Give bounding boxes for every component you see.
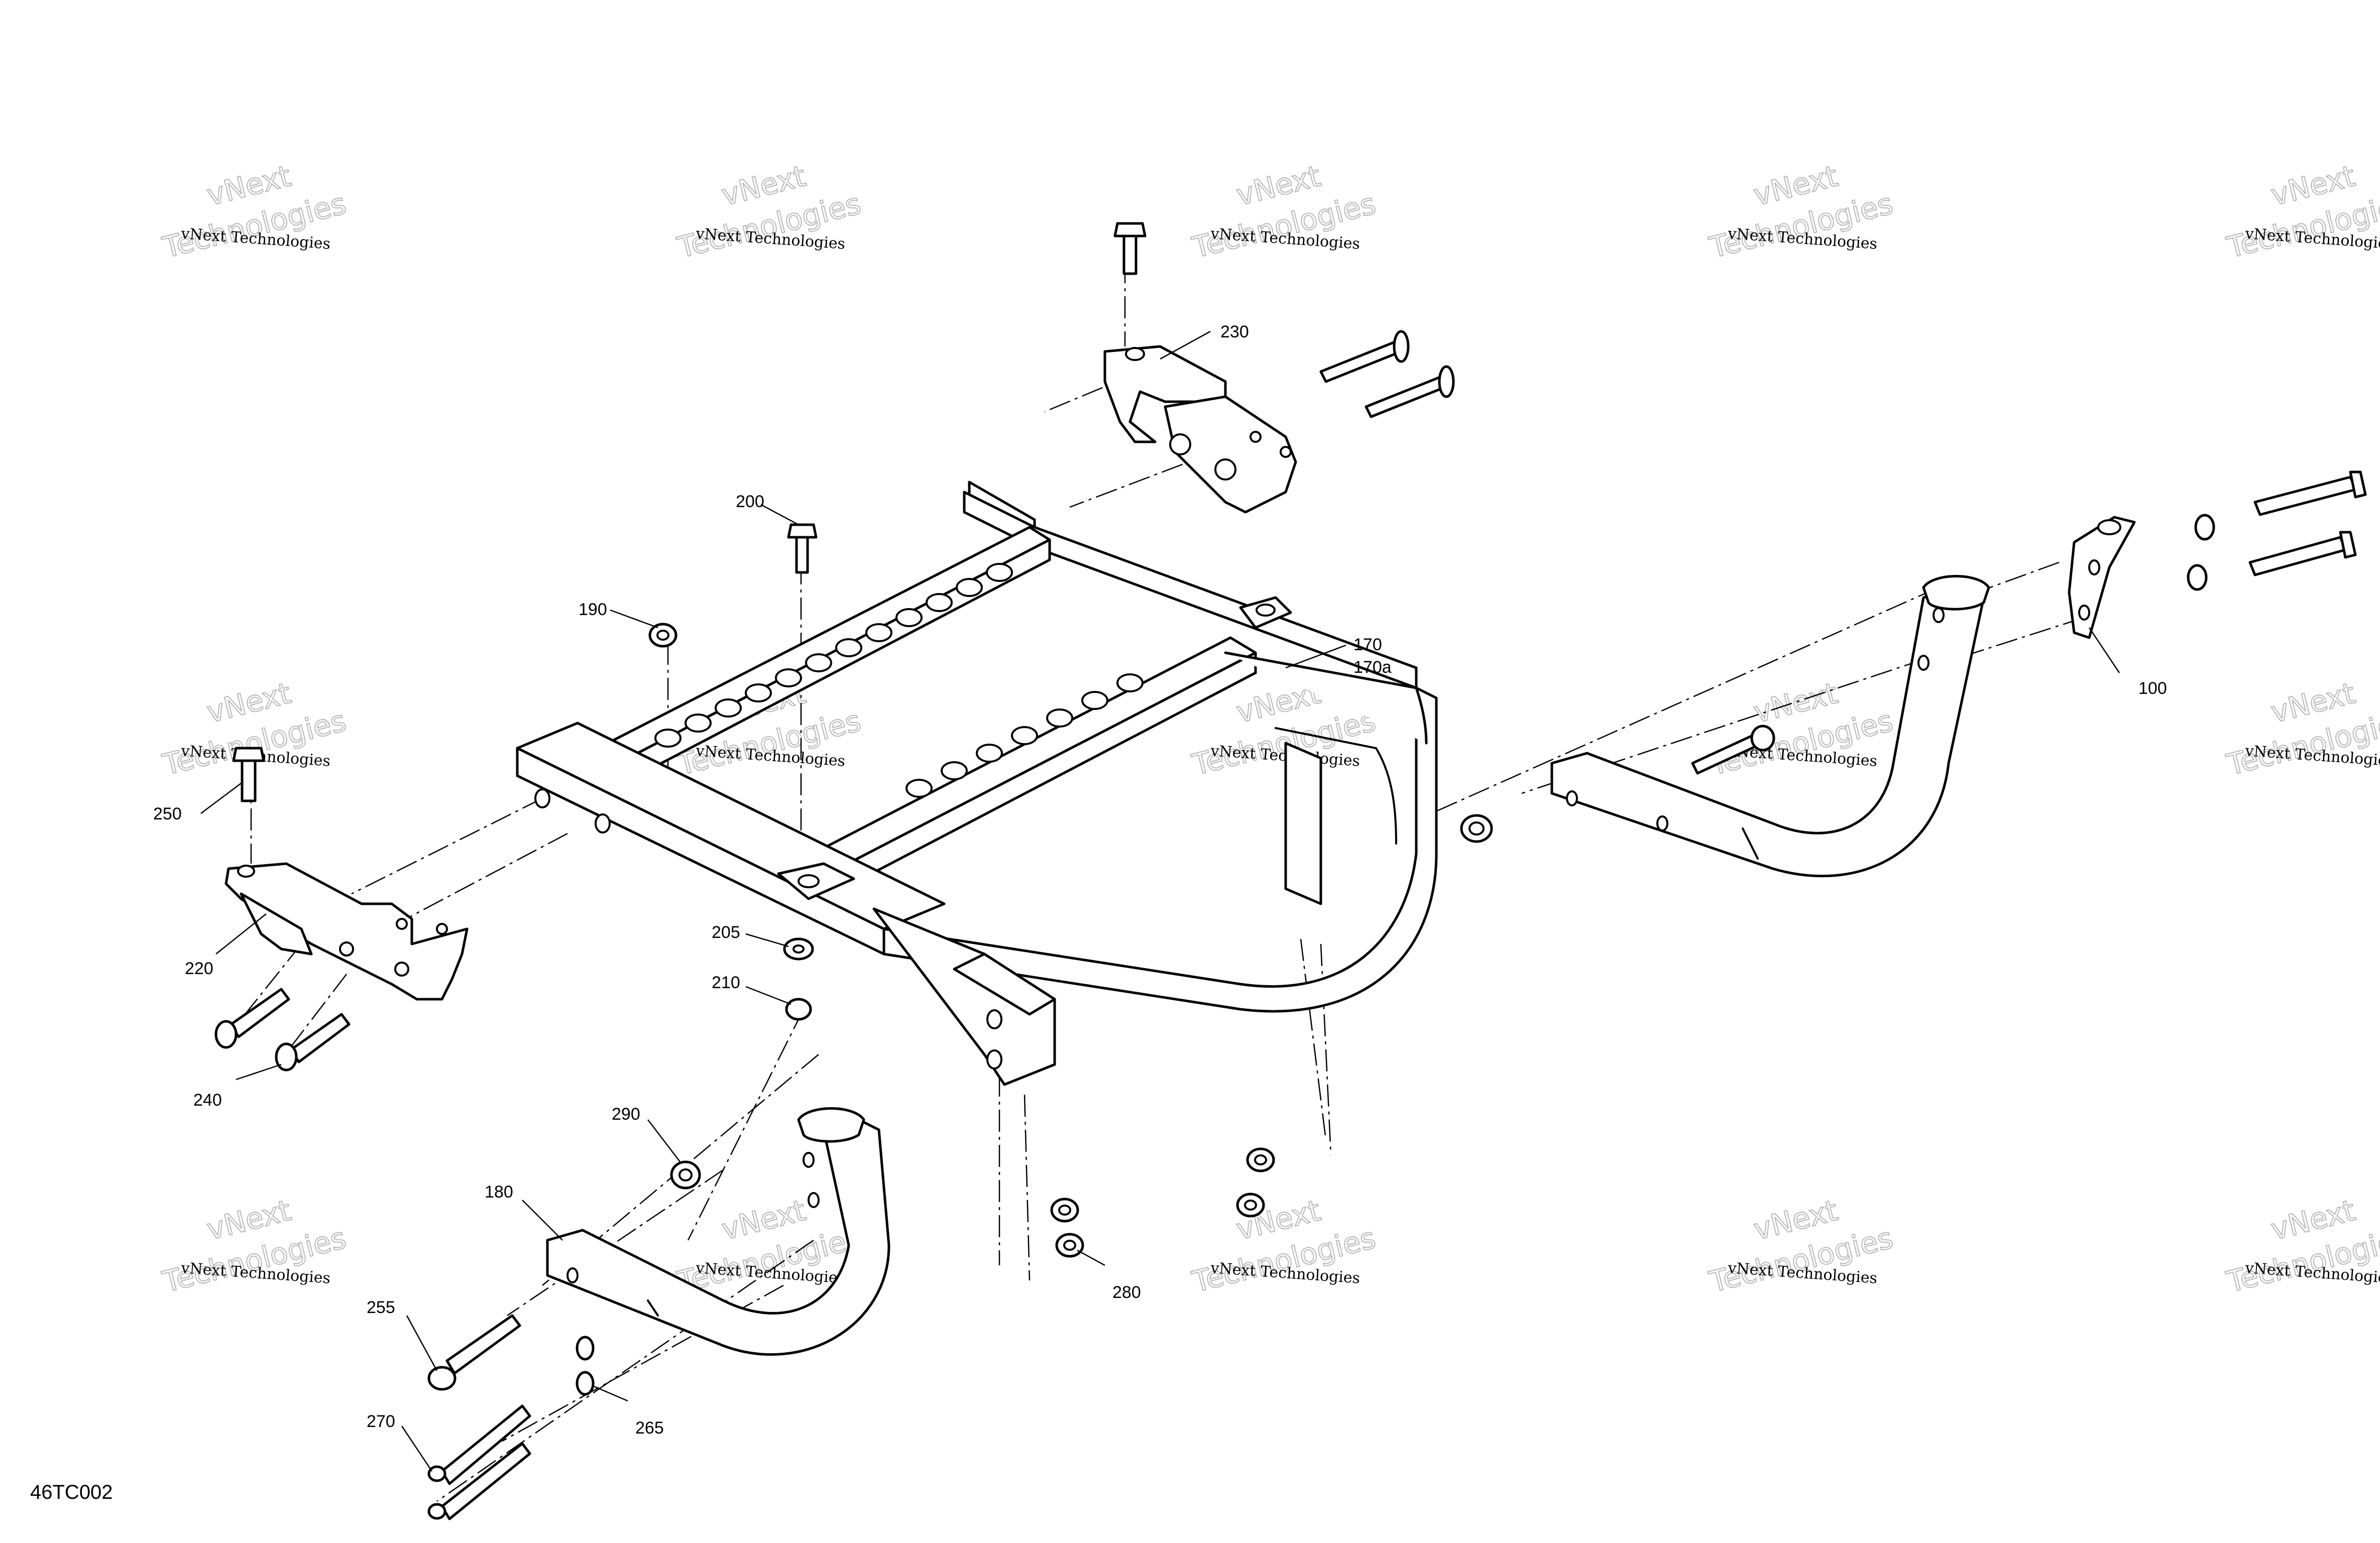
callout-190: 190	[579, 600, 607, 619]
callout-280: 280	[1112, 1283, 1141, 1302]
right-hardware	[1460, 470, 2367, 843]
callout-250: 250	[153, 804, 182, 823]
callout-170: 170	[1353, 635, 1382, 654]
leader-lines	[200, 330, 2120, 1472]
frame-assembly	[516, 481, 1438, 1086]
callout-265: 265	[635, 1418, 664, 1438]
rail-holes	[534, 563, 1144, 1070]
callout-labels: 230 200 190 170 170a 100 250 220 240 205…	[153, 322, 2167, 1438]
right-bumper-arm	[1550, 575, 1990, 878]
bracket-220	[224, 747, 469, 1001]
callout-255: 255	[367, 1298, 395, 1317]
drawing-code: 46TC002	[30, 1481, 113, 1503]
bottom-nuts	[648, 523, 1275, 1258]
callout-100: 100	[2138, 679, 2167, 698]
callout-290: 290	[612, 1105, 640, 1124]
callout-200: 200	[736, 492, 764, 511]
callout-220: 220	[185, 959, 213, 978]
callout-210: 210	[712, 973, 740, 992]
bracket-100	[2068, 516, 2136, 639]
bracket-230	[1103, 222, 1297, 514]
assembly-lines	[220, 261, 2085, 1502]
callout-240: 240	[193, 1091, 222, 1110]
pins-230	[1319, 330, 1455, 418]
callout-170a: 170a	[1353, 658, 1392, 677]
pins-240	[214, 988, 351, 1072]
left-bumper-arm-180	[546, 1107, 890, 1356]
lower-left-hardware	[427, 1160, 701, 1520]
callout-230: 230	[1220, 322, 1249, 341]
callout-180: 180	[485, 1182, 513, 1202]
callout-205: 205	[712, 923, 740, 942]
callout-270: 270	[367, 1412, 395, 1431]
